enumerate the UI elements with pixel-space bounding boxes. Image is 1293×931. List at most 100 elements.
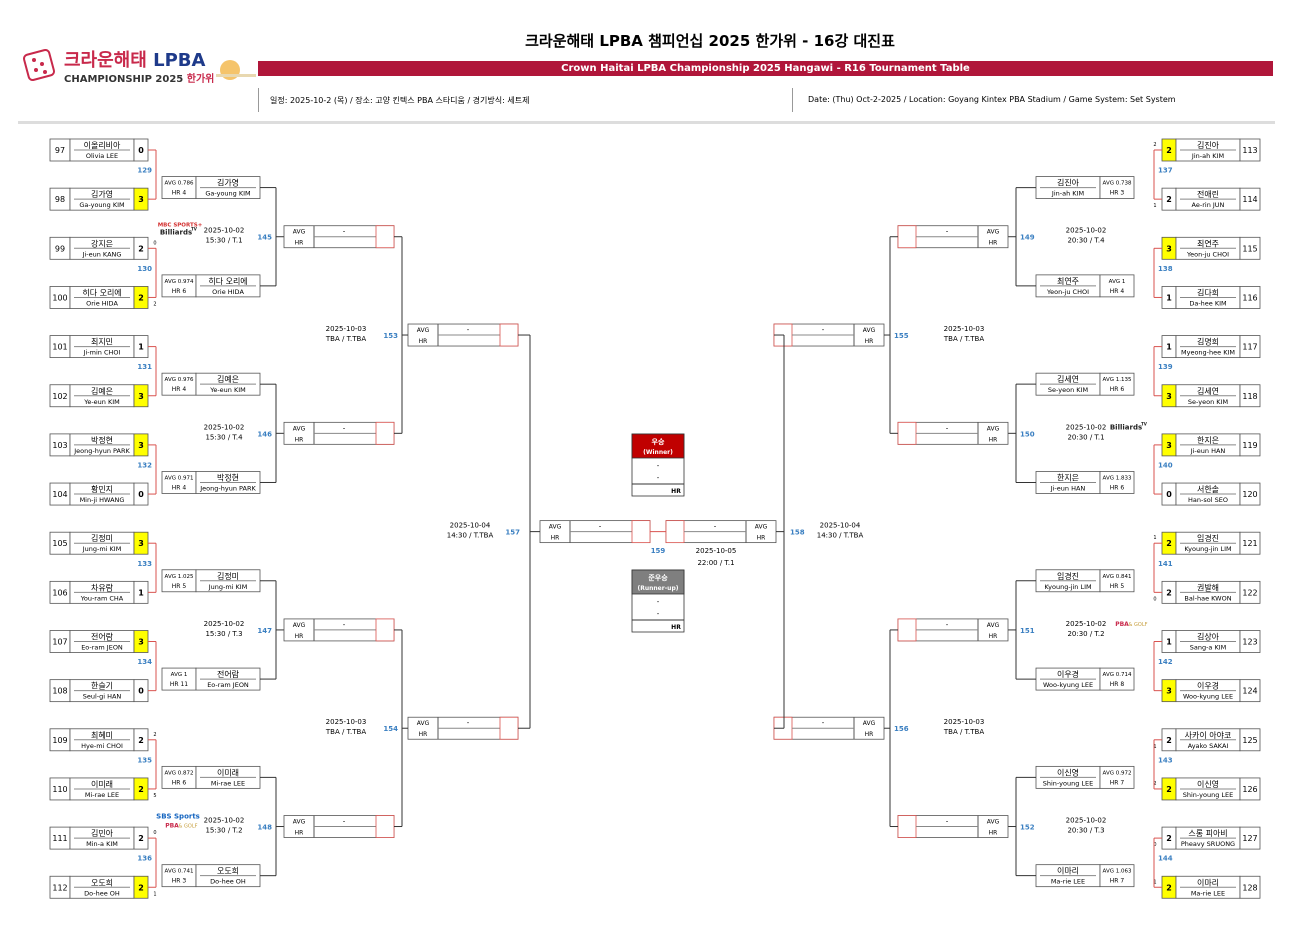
match-date: 2025-10-03 — [944, 718, 985, 726]
player-name-en: Ma-rie LEE — [1191, 889, 1225, 897]
seed-cell — [1239, 728, 1261, 752]
player-name-en: Ayako SAKAI — [1188, 742, 1229, 750]
match-number: 135 — [137, 756, 152, 764]
player-name-en: Jeong-hyun PARK — [199, 484, 256, 492]
seed-number: 117 — [1242, 343, 1257, 352]
match-time: 20:30 / T.4 — [1067, 237, 1105, 245]
player-name-en: Min-ji HWANG — [80, 496, 125, 504]
avg-stat: AVG 1.063 — [1103, 869, 1132, 875]
score-cell — [897, 618, 917, 642]
seed-number: 111 — [52, 834, 67, 843]
player-name-ko: 김민아 — [91, 828, 114, 838]
seed-number: 128 — [1242, 883, 1257, 892]
player-name-ko: 임경진 — [1057, 571, 1079, 581]
player-placeholder: - — [946, 424, 949, 432]
set-score: 2 — [1153, 781, 1156, 787]
match-time: 20:30 / T.1 — [1067, 433, 1104, 441]
hr-label: HR — [295, 436, 304, 443]
set-score: 2 — [1153, 142, 1156, 148]
seed-cell — [1239, 875, 1261, 899]
score-cell — [375, 225, 395, 249]
player-name-en: Ji-eun HAN — [1190, 447, 1226, 455]
player-name-ko: 최연주 — [1197, 238, 1219, 248]
match-time: 20:30 / T.2 — [1067, 630, 1104, 638]
player-name-ko: 박정현 — [91, 435, 113, 445]
player-score: 2 — [138, 834, 144, 843]
seed-number: 127 — [1242, 834, 1257, 843]
seed-number: 124 — [1242, 687, 1257, 696]
set-score: 0 — [1153, 842, 1156, 848]
match-time: TBA / T.TBA — [325, 335, 366, 343]
match-date: 2025-10-03 — [326, 325, 367, 333]
match-number: 134 — [137, 658, 152, 666]
set-score: 1 — [153, 891, 156, 897]
player-name-en: Mi-rae LEE — [85, 791, 119, 799]
avg-stat: AVG 0.714 — [1103, 672, 1132, 678]
avg-label: AVG — [417, 327, 430, 334]
player-name-en: You-ram CHA — [80, 594, 124, 602]
seed-number: 119 — [1242, 441, 1257, 450]
mbc-sports-logo: MBC SPORTS+ — [158, 223, 203, 229]
hr-label: HR — [419, 731, 428, 738]
player-score: 2 — [1166, 195, 1172, 204]
logo-subtitle: CHAMPIONSHIP 2025 한가위 — [64, 70, 214, 85]
seed-number: 115 — [1242, 244, 1257, 253]
player-name-en: Hye-mi CHOI — [81, 742, 123, 750]
match-number: 146 — [257, 430, 272, 438]
player-name-ko: 이마리 — [1057, 866, 1079, 876]
match-number: 153 — [383, 332, 398, 340]
player-name-ko: 이우경 — [1057, 669, 1079, 679]
seed-number: 108 — [52, 687, 67, 696]
avg-stat: AVG 1 — [1109, 279, 1126, 285]
player-score: 2 — [138, 785, 144, 794]
hr-stat: HR 4 — [172, 484, 187, 491]
match-number: 131 — [137, 363, 152, 371]
player-name-ko: 한지은 — [1057, 473, 1079, 482]
hr-label: HR — [865, 731, 874, 738]
set-score: 0 — [153, 240, 156, 246]
match-number: 157 — [505, 529, 520, 537]
player-name-ko: 황민지 — [91, 484, 113, 494]
hr-stat: HR 4 — [172, 190, 187, 197]
player-name-ko: 김가영 — [91, 189, 113, 199]
hr-label: HR — [295, 240, 304, 247]
avg-label: AVG — [293, 425, 306, 432]
match-number: 147 — [257, 627, 272, 635]
player-name-ko: 최지민 — [91, 337, 113, 347]
match-date: 2025-10-04 — [450, 522, 491, 530]
match-number: 144 — [1158, 855, 1173, 863]
match-number: 130 — [137, 265, 152, 273]
match-number: 149 — [1020, 234, 1035, 242]
score-cell — [375, 815, 395, 838]
seed-cell — [1239, 826, 1261, 850]
player-name-en: Ga-young KIM — [79, 201, 124, 209]
player-score: 2 — [1166, 588, 1172, 597]
avg-label: AVG — [987, 425, 1000, 432]
match-number: 150 — [1020, 430, 1035, 438]
player-name-ko: 오도희 — [217, 866, 239, 876]
seed-number: 125 — [1242, 736, 1257, 745]
score-cell — [375, 421, 395, 445]
seed-number: 121 — [1242, 539, 1257, 548]
player-name-en: Min-a KIM — [86, 840, 118, 848]
stat-cell — [1099, 176, 1135, 199]
player-name-en: Ji-eun KANG — [82, 250, 122, 258]
stat-cell — [1099, 274, 1135, 298]
stat-cell — [1099, 569, 1135, 593]
player-name-ko: 차유람 — [91, 583, 114, 592]
billiards-tv-logo: TV — [1141, 421, 1148, 426]
player-name-ko: 김예은 — [217, 374, 239, 384]
info-divider — [258, 88, 259, 112]
seed-number: 105 — [52, 539, 67, 548]
match-time: TBA / T.TBA — [943, 728, 984, 736]
player-placeholder: - — [343, 818, 346, 826]
player-name-ko: 최연주 — [1057, 276, 1079, 286]
score-cell — [499, 323, 519, 347]
player-placeholder: - — [946, 818, 949, 826]
match-time: 20:30 / T.3 — [1067, 827, 1104, 835]
hr-label: HR — [551, 535, 560, 542]
avg-stat: AVG 1.135 — [1103, 377, 1132, 383]
player-score: 1 — [1166, 293, 1172, 302]
hr-stat: HR 7 — [1110, 878, 1125, 885]
runnerup-box-name: - — [657, 598, 660, 606]
